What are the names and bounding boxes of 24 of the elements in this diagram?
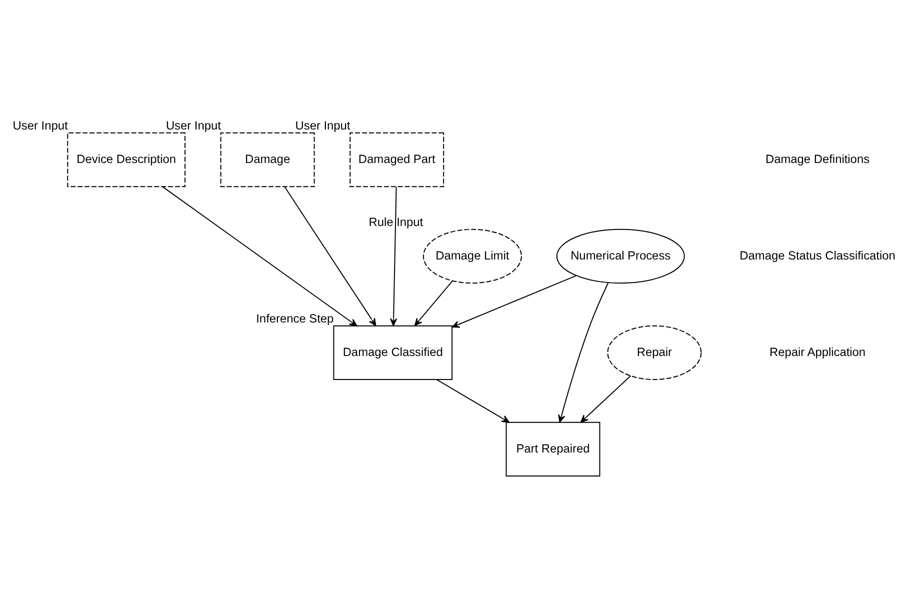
node-label: Inference Step <box>256 311 334 326</box>
node-label: User Input <box>295 118 350 133</box>
arrow <box>580 375 632 423</box>
node-label: User Input <box>166 118 221 133</box>
label: Damage Status Classification <box>740 248 896 262</box>
label: Damage Definitions <box>766 152 870 166</box>
label: Repair Application <box>769 344 866 359</box>
arrow <box>284 186 376 326</box>
arrow <box>162 186 358 326</box>
node-ellipse: Damage Limit <box>422 228 522 284</box>
node-label: Rule Input <box>368 214 424 229</box>
node-box: Damage Classified <box>333 325 453 380</box>
arrow <box>558 282 609 423</box>
node-box: Part Repaired <box>506 422 600 477</box>
arrow <box>390 186 398 326</box>
node-box: Damaged Part <box>350 132 444 188</box>
arrow <box>452 275 577 328</box>
node-ellipse: Repair <box>607 325 702 380</box>
node-ellipse: Numerical Process <box>556 228 685 284</box>
node-box: Damage <box>220 132 315 188</box>
node-box: Device Description <box>67 132 186 188</box>
arrow <box>414 280 453 326</box>
node-label: User Input <box>12 118 68 133</box>
arrow <box>436 379 510 423</box>
